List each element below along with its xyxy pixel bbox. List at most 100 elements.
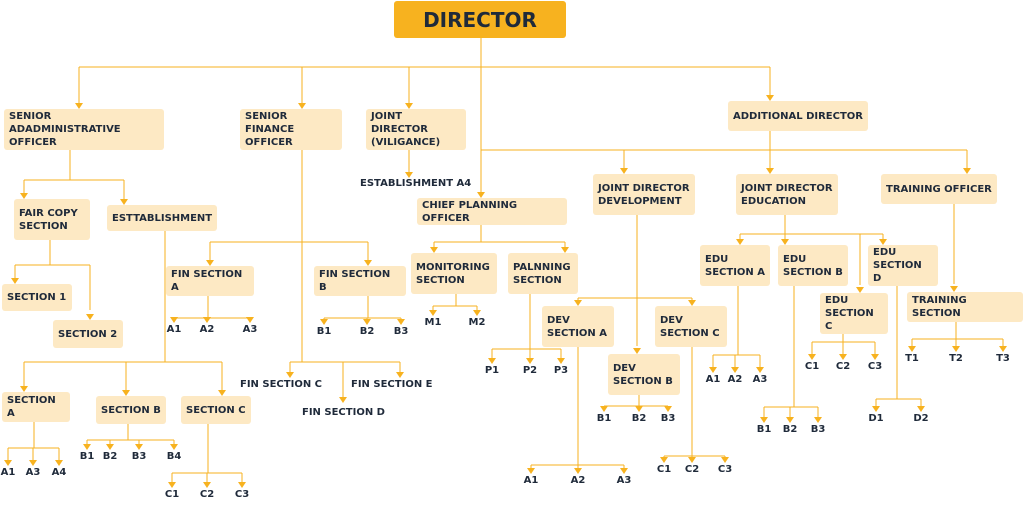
monitoring-section-box: MONITORING SECTION — [411, 253, 497, 294]
fair-copy-section-box: FAIR COPY SECTION — [14, 199, 90, 240]
arrow-head — [170, 444, 178, 450]
arrow-head — [574, 300, 582, 306]
leaf-label-eduB-1: B2 — [782, 424, 798, 435]
arrow-head — [766, 95, 774, 101]
leaf-label-eduC-1: C2 — [835, 361, 851, 372]
senior-finance-officer-box: SENIOR FINANCE OFFICER — [240, 109, 342, 150]
arrow-head — [871, 354, 879, 360]
leaf-label-devA-1: A2 — [570, 475, 586, 486]
fin-section-d-label: FIN SECTION D — [302, 407, 385, 418]
arrow-head — [396, 372, 404, 378]
leaf-label-train-2: T3 — [996, 353, 1010, 364]
training-section-box: TRAINING SECTION — [907, 292, 1023, 322]
arrow-head — [709, 367, 717, 373]
arrow-head — [203, 482, 211, 488]
leaf-label-secB-0: B1 — [79, 451, 95, 462]
arrow-head — [106, 444, 114, 450]
arrow-head — [218, 390, 226, 396]
leaf-label-devA-2: A3 — [616, 475, 632, 486]
arrow-head — [203, 317, 211, 323]
leaf-label-secC-1: C2 — [199, 489, 215, 500]
leaf-label-secC-0: C1 — [164, 489, 180, 500]
leaf-label-eduC-0: C1 — [804, 361, 820, 372]
leaf-label-train-0: T1 — [905, 353, 919, 364]
leaf-label-eduA-2: A3 — [752, 374, 768, 385]
section-1-box: SECTION 1 — [2, 284, 72, 311]
fin-section-b-box: FIN SECTION B — [314, 266, 406, 296]
fin-section-e-label: FIN SECTION E — [351, 379, 433, 390]
arrow-head — [477, 192, 485, 198]
arrow-head — [760, 417, 768, 423]
leaf-label-eduA-0: A1 — [705, 374, 721, 385]
arrow-head — [526, 358, 534, 364]
arrow-head — [688, 457, 696, 463]
arrow-head — [574, 468, 582, 474]
arrow-head — [430, 247, 438, 253]
arrow-head — [839, 354, 847, 360]
arrow-head — [55, 460, 63, 466]
palnning-section-box: PALNNING SECTION — [508, 253, 578, 294]
arrow-head — [405, 172, 413, 178]
training-officer-box: TRAINING OFFICER — [881, 174, 997, 204]
jd-development-box: JOINT DIRECTOR DEVELOPMENT — [593, 174, 695, 215]
arrow-head — [83, 444, 91, 450]
leaf-label-secC-2: C3 — [234, 489, 250, 500]
arrow-head — [246, 317, 254, 323]
leaf-label-train-1: T2 — [949, 353, 963, 364]
arrow-head — [781, 239, 789, 245]
arrow-head — [29, 460, 37, 466]
arrow-head — [633, 348, 641, 354]
section-a-box: SECTION A — [2, 392, 70, 422]
arrow-head — [11, 278, 19, 284]
arrow-head — [879, 239, 887, 245]
leaf-label-secB-2: B3 — [131, 451, 147, 462]
leaf-label-eduD-0: D1 — [868, 413, 884, 424]
leaf-label-devB-1: B2 — [631, 413, 647, 424]
jd-education-box: JOINT DIRECTOR EDUCATION — [736, 174, 838, 215]
fin-section-c-label: FIN SECTION C — [240, 379, 323, 390]
leaf-label-secB-1: B2 — [102, 451, 118, 462]
leaf-label-devC-1: C2 — [684, 464, 700, 475]
arrow-head — [872, 406, 880, 412]
arrow-head — [20, 193, 28, 199]
additional-director-box: ADDITIONAL DIRECTOR — [728, 101, 868, 131]
leaf-label-secB-3: B4 — [166, 451, 182, 462]
esttablishment-box: ESTTABLISHMENT — [107, 205, 217, 231]
establishment-a4-label: ESTABLISHMENT A4 — [360, 178, 472, 189]
arrow-head — [488, 358, 496, 364]
dev-section-a-box: DEV SECTION A — [542, 306, 614, 347]
leaf-label-finB-2: B3 — [393, 326, 409, 337]
arrow-head — [473, 310, 481, 316]
arrow-head — [320, 319, 328, 325]
arrow-head — [908, 346, 916, 352]
arrow-head — [364, 260, 372, 266]
arrow-head — [298, 103, 306, 109]
arrow-head — [620, 168, 628, 174]
leaf-label-mon-0: M1 — [424, 317, 442, 328]
leaf-label-eduB-2: B3 — [810, 424, 826, 435]
arrow-head — [397, 319, 405, 325]
leaf-label-pal-1: P2 — [522, 365, 538, 376]
arrow-head — [429, 310, 437, 316]
leaf-label-secA-2: A4 — [51, 467, 67, 478]
arrow-head — [561, 247, 569, 253]
leaf-label-eduA-1: A2 — [727, 374, 743, 385]
dev-section-c-box: DEV SECTION C — [655, 306, 727, 347]
leaf-label-secA-0: A1 — [0, 467, 16, 478]
leaf-label-devC-2: C3 — [717, 464, 733, 475]
leaf-label-devC-0: C1 — [656, 464, 672, 475]
arrow-head — [363, 319, 371, 325]
leaf-label-finA-2: A3 — [242, 324, 258, 335]
arrow-head — [600, 406, 608, 412]
arrow-head — [120, 199, 128, 205]
leaf-label-eduB-0: B1 — [756, 424, 772, 435]
arrow-head — [856, 287, 864, 293]
arrow-head — [122, 390, 130, 396]
arrow-head — [736, 239, 744, 245]
jd-vigilance-box: JOINT DIRECTOR (VILIGANCE) — [366, 109, 466, 150]
arrow-head — [664, 406, 672, 412]
leaf-label-finA-1: A2 — [199, 324, 215, 335]
arrow-head — [808, 354, 816, 360]
arrow-head — [952, 346, 960, 352]
